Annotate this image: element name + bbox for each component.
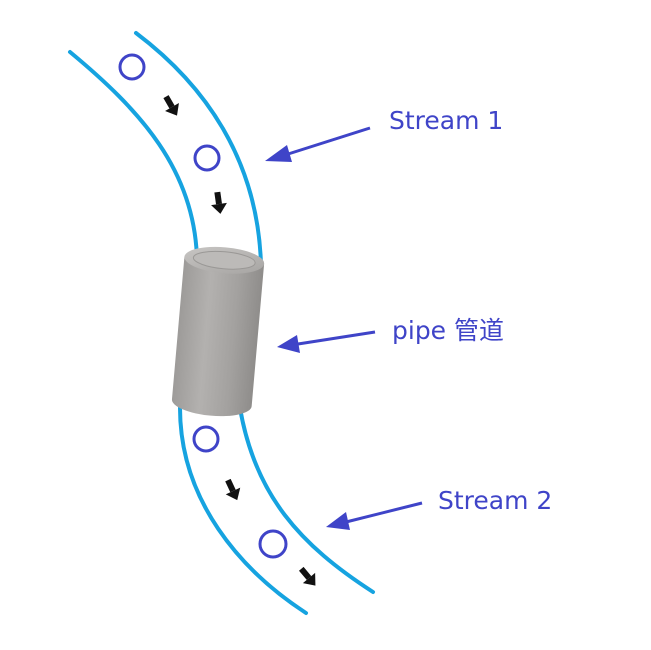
pointer-arrows: [265, 126, 423, 530]
stream-2-channel: [178, 406, 375, 615]
pipe-cylinder: [171, 246, 265, 417]
stream-1-left-wall: [68, 50, 199, 262]
stream-1-label: Stream 1: [389, 106, 504, 135]
stream-2-right-wall: [238, 406, 375, 594]
flow-arrow-icon: [211, 191, 227, 214]
stream-2-left-wall: [178, 406, 308, 615]
particle-circle: [258, 529, 288, 559]
particle-circle: [193, 144, 221, 172]
particles: [118, 53, 288, 559]
pipe-opening: [192, 250, 256, 270]
flow-arrow-icon: [298, 566, 316, 586]
stream-2-pointer-arrow: [326, 501, 423, 530]
flow-arrows: [163, 95, 316, 586]
pipe-body: [171, 256, 265, 417]
pipe-label: pipe 管道: [392, 316, 505, 345]
stream-1-pointer-arrow: [265, 126, 371, 162]
particle-circle: [118, 53, 146, 81]
stream-1-channel: [68, 31, 263, 267]
stream-2-label: Stream 2: [438, 486, 553, 515]
stream-1-right-wall: [134, 31, 263, 267]
pipe-pointer-arrow: [277, 330, 376, 353]
flow-arrow-icon: [163, 95, 179, 116]
flow-arrow-icon: [225, 478, 241, 501]
particle-circle: [192, 425, 220, 453]
